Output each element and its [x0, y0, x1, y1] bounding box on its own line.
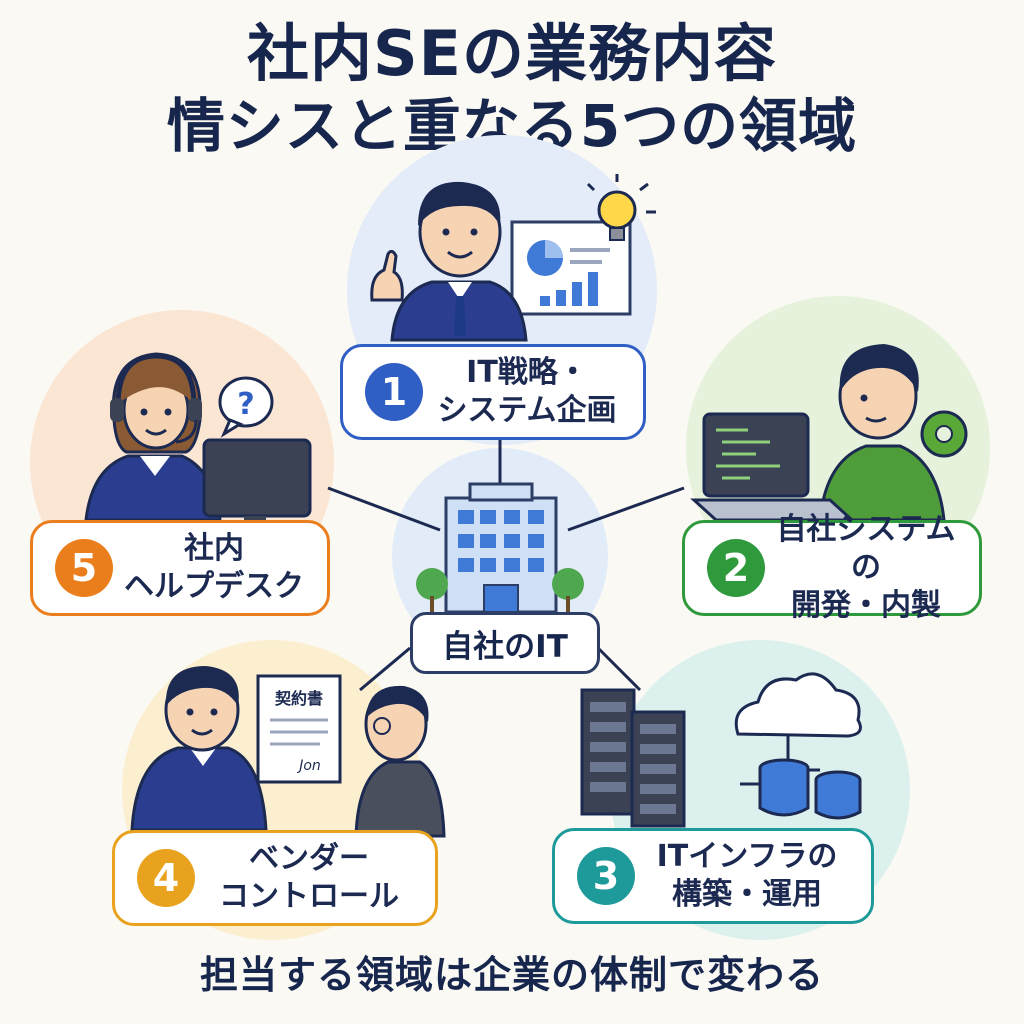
area-label: ベンダーコントロール: [219, 841, 399, 914]
area-card-2: 2 自社システムの開発・内製: [682, 512, 982, 623]
area-number-badge: 2: [707, 539, 765, 597]
area-number-badge: 4: [137, 849, 195, 907]
headset-icon: [115, 353, 197, 407]
area-label: 自社システムの開発・内製: [776, 512, 956, 623]
vendor-person-icon: [354, 685, 446, 838]
center-label: 自社のIT: [410, 612, 600, 674]
laptop-icon: [690, 412, 856, 522]
area-card-4: 4 ベンダーコントロール: [112, 830, 438, 926]
area-card-3: 3 ITインフラの構築・運用: [552, 828, 874, 924]
database-icon: [758, 758, 862, 820]
question-bubble-icon: ?: [218, 376, 274, 438]
area-label: IT戦略・システム企画: [437, 355, 617, 428]
footer-note: 担当する領域は企業の体制で変わる: [199, 953, 824, 997]
area-label: ITインフラの構築・運用: [656, 839, 838, 912]
helpdesk-person-icon: [84, 352, 222, 522]
area-number-badge: 1: [365, 363, 423, 421]
se-person-icon: [130, 666, 268, 832]
contract-document-icon: 契約書 Jon: [256, 674, 342, 784]
area-card-1: 1 IT戦略・システム企画: [340, 344, 646, 440]
monitor-icon: [202, 438, 312, 528]
building-icon: [416, 482, 584, 614]
area-number-badge: 3: [577, 847, 635, 905]
strategist-person-icon: [370, 174, 656, 342]
gear-icon: [920, 410, 968, 458]
area-card-5: 5 社内ヘルプデスク: [30, 520, 330, 616]
main-title: 社内SEの業務内容: [246, 17, 777, 90]
question-mark: ?: [237, 387, 254, 422]
area-label: 社内ヘルプデスク: [124, 531, 304, 604]
signature-text: Jon: [296, 758, 321, 774]
lightbulb-icon: [586, 174, 656, 241]
server-icon: [580, 688, 686, 828]
area-number-badge: 5: [55, 539, 113, 597]
glasses-icon: [373, 717, 391, 735]
cloud-icon: [734, 672, 862, 786]
contract-label: 契約書: [274, 689, 323, 708]
developer-person-icon: [690, 344, 968, 522]
connector-lines: [327, 440, 685, 692]
